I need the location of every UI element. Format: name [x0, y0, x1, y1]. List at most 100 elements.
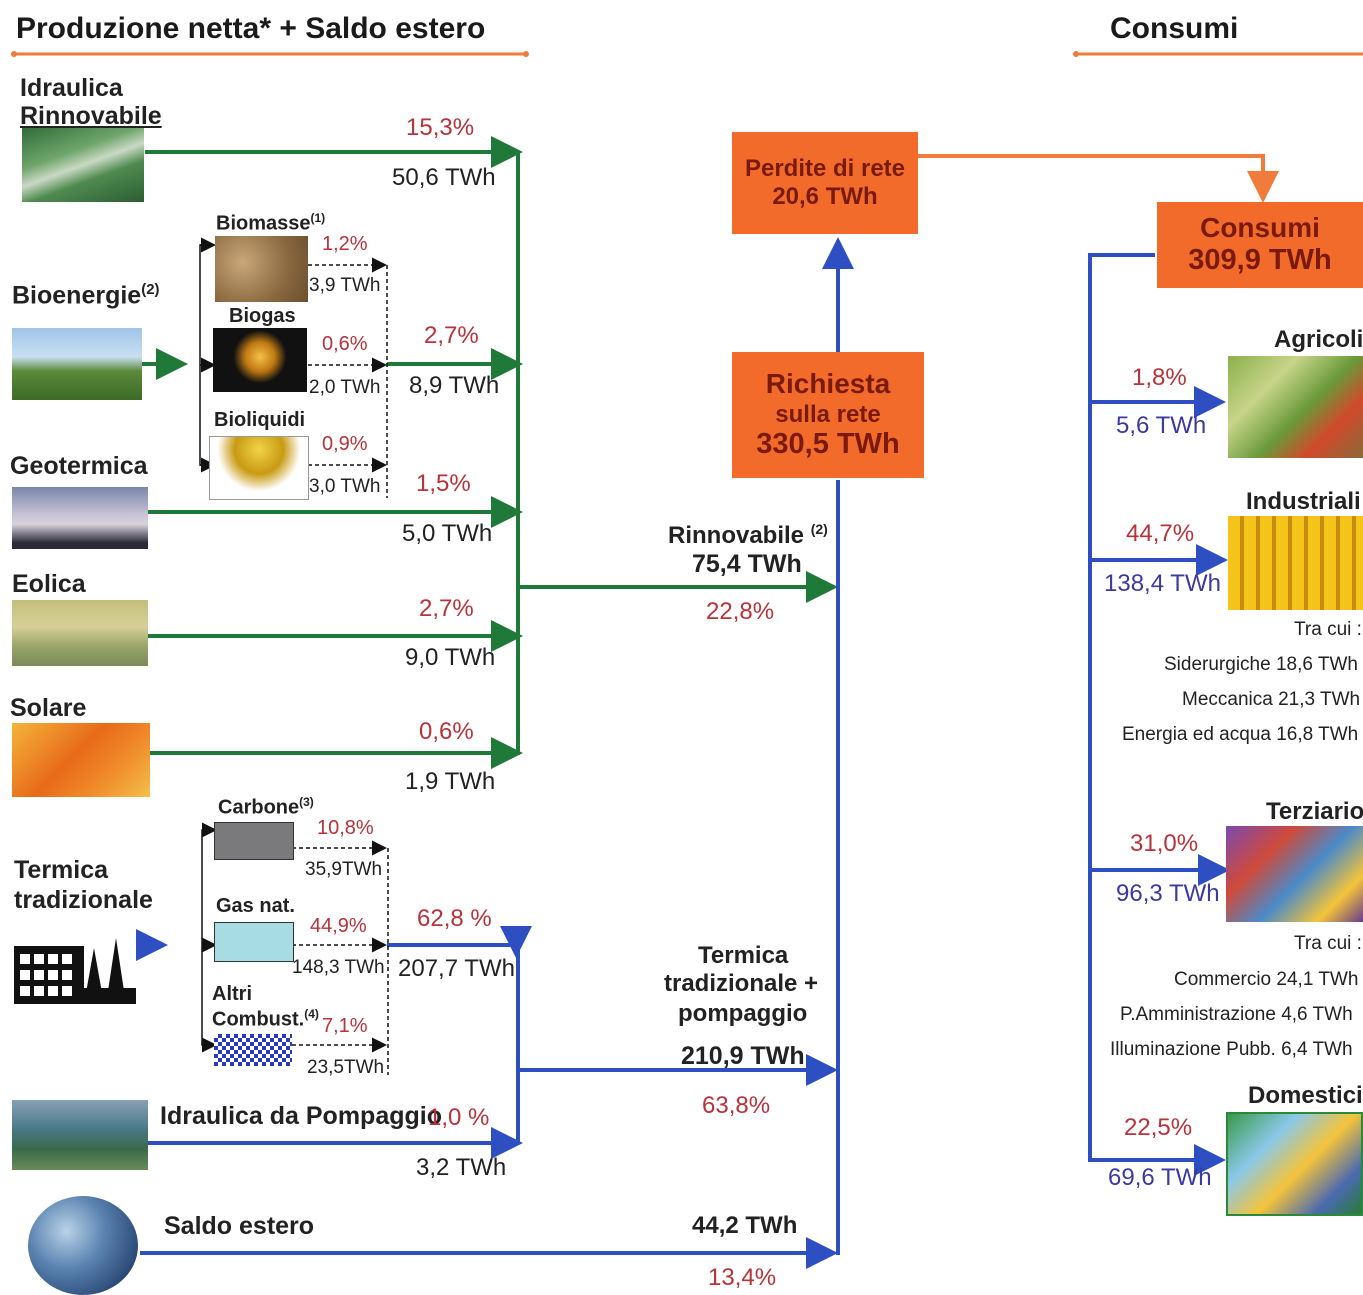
industriali-detail-2: Meccanica 21,3 TWh: [1182, 689, 1361, 710]
tertiary-illustration: [1226, 826, 1363, 922]
agriculture-illustration: [1228, 356, 1363, 458]
coal-swatch: [214, 822, 294, 860]
termica-label-1: Termica: [14, 856, 109, 884]
header-consumption: Consumi: [1110, 12, 1239, 45]
demand-node: Richiesta sulla rete 330,5 TWh: [732, 352, 924, 478]
agricoli-label: Agricoli: [1274, 326, 1363, 353]
termica-pomp-twh: 210,9 TWh: [681, 1042, 805, 1070]
household-illustration: [1226, 1112, 1363, 1216]
factory-icon: [14, 938, 136, 1004]
idraulica-label-1: Idraulica: [20, 74, 123, 102]
demand-label-1: Richiesta: [765, 368, 891, 400]
losses-label: Perdite di rete: [744, 155, 906, 183]
gas-pct: 44,9%: [310, 915, 367, 937]
bioenergy-photo: [12, 328, 142, 400]
saldo-label: Saldo estero: [164, 1212, 315, 1240]
terziario-pct: 31,0%: [1130, 830, 1199, 857]
gas-twh: 148,3 TWh: [292, 957, 385, 978]
globe-icon: [28, 1196, 138, 1295]
geothermal-photo: [12, 487, 148, 549]
termica-pomp-label-1: Termica: [698, 942, 789, 969]
wind-photo: [12, 600, 148, 666]
biogas-label: Biogas: [229, 305, 296, 327]
header-production: Produzione netta* + Saldo estero: [16, 12, 486, 45]
idraulica-label-2: Rinnovabile: [20, 102, 162, 130]
other-fuels-swatch: [214, 1034, 292, 1066]
altri-pct: 7,1%: [322, 1015, 368, 1037]
terziario-detail-3: Illuminazione Pubb. 6,4 TWh: [1110, 1039, 1353, 1060]
pompaggio-label: Idraulica da Pompaggio: [160, 1102, 442, 1130]
sub-brackets: [199, 237, 389, 1075]
agricoli-twh: 5,6 TWh: [1116, 412, 1207, 439]
agricoli-pct: 1,8%: [1132, 364, 1187, 391]
termica-pomp-label-3: pompaggio: [678, 1000, 808, 1027]
domestici-pct: 22,5%: [1124, 1114, 1193, 1141]
eolica-pct: 2,7%: [419, 595, 474, 622]
renewable-flows: [140, 136, 838, 769]
consumption-label: Consumi: [1200, 212, 1320, 244]
termica-pomp-pct: 63,8%: [702, 1092, 771, 1119]
termica-pct: 62,8 %: [417, 905, 492, 932]
biomasse-twh: 3,9 TWh: [309, 275, 381, 296]
bioenergie-twh: 8,9 TWh: [409, 372, 500, 399]
industriali-detail-3: Energia ed acqua 16,8 TWh: [1122, 724, 1359, 745]
idraulica-twh: 50,6 TWh: [392, 164, 496, 191]
header-rule-right: [1073, 51, 1363, 57]
biomasse-pct: 1,2%: [322, 233, 368, 255]
industriali-pct: 44,7%: [1126, 520, 1195, 547]
consumption-node: Consumi 309,9 TWh: [1157, 202, 1363, 288]
losses-node: Perdite di rete 20,6 TWh: [732, 132, 918, 234]
rinnovabile-label: Rinnovabile (2): [668, 521, 828, 549]
carbone-label: Carbone(3): [218, 795, 314, 819]
altri-twh: 23,5TWh: [307, 1057, 385, 1078]
header-rule-left: [11, 51, 529, 57]
industriali-label: Industriali: [1246, 488, 1361, 515]
saldo-twh: 44,2 TWh: [692, 1212, 798, 1239]
biogas-photo: [213, 328, 307, 392]
termica-label-2: tradizionale: [14, 886, 153, 914]
pompaggio-twh: 3,2 TWh: [416, 1154, 507, 1181]
solare-pct: 0,6%: [419, 718, 474, 745]
idraulica-pct: 15,3%: [406, 114, 475, 141]
thermal-flows: [136, 237, 1230, 1269]
industriali-detail-1: Siderurgiche 18,6 TWh: [1164, 654, 1358, 675]
domestici-label: Domestici: [1248, 1082, 1363, 1109]
loss-flow: [918, 154, 1279, 203]
geotermica-pct: 1,5%: [416, 470, 471, 497]
termica-twh: 207,7 TWh: [398, 955, 515, 982]
pompaggio-pct: 1,0 %: [428, 1104, 490, 1131]
bioenergie-pct: 2,7%: [424, 322, 479, 349]
saldo-pct: 13,4%: [708, 1264, 777, 1291]
geotermica-label: Geotermica: [10, 452, 148, 480]
carbone-twh: 35,9TWh: [305, 859, 383, 880]
consumption-value: 309,9 TWh: [1188, 244, 1332, 277]
termica-pomp-label-2: tradizionale +: [664, 970, 819, 997]
terziario-tra-cui: Tra cui :: [1294, 933, 1362, 954]
industry-illustration: [1228, 516, 1363, 610]
hydro-photo: [22, 128, 144, 202]
gas-label: Gas nat.: [216, 895, 295, 917]
solare-twh: 1,9 TWh: [405, 768, 496, 795]
domestici-twh: 69,6 TWh: [1108, 1164, 1212, 1191]
geotermica-twh: 5,0 TWh: [402, 520, 493, 547]
demand-value: 330,5 TWh: [756, 428, 900, 461]
solar-photo: [12, 723, 150, 797]
rinnovabile-pct: 22,8%: [706, 598, 775, 625]
demand-label-2: sulla rete: [775, 400, 881, 428]
eolica-label: Eolica: [12, 570, 86, 598]
terziario-detail-2: P.Amministrazione 4,6 TWh: [1120, 1004, 1353, 1025]
industriali-twh: 138,4 TWh: [1104, 570, 1221, 597]
altri-label-1: Altri: [212, 983, 252, 1005]
terziario-twh: 96,3 TWh: [1116, 880, 1220, 907]
biomasse-label: Biomasse(1): [216, 211, 326, 235]
pumped-hydro-photo: [12, 1100, 148, 1170]
losses-value: 20,6 TWh: [772, 183, 878, 210]
carbone-pct: 10,8%: [317, 817, 374, 839]
bioliquid-photo: [209, 436, 309, 500]
biogas-twh: 2,0 TWh: [309, 377, 381, 398]
biomass-photo: [215, 236, 308, 302]
bioenergie-label: Bioenergie(2): [12, 281, 160, 310]
bioliquidi-twh: 3,0 TWh: [309, 476, 381, 497]
